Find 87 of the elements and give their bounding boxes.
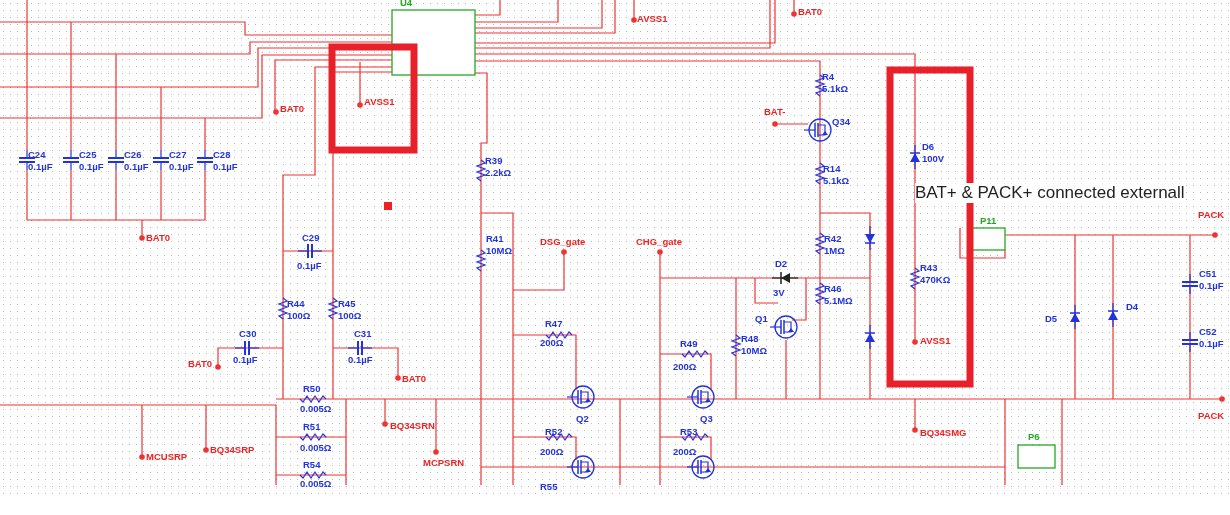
component-value: 470KΩ bbox=[920, 274, 951, 285]
component-designator: R42 bbox=[824, 233, 842, 244]
component-value: 0.1µF bbox=[169, 161, 194, 172]
component-value: 0.005Ω bbox=[300, 403, 332, 414]
net-label: BAT- bbox=[764, 106, 786, 117]
component-designator: R44 bbox=[287, 298, 305, 309]
net-label: BQ34SRP bbox=[210, 444, 255, 455]
component-designator: R4 bbox=[822, 71, 835, 82]
component-designator: C27 bbox=[169, 149, 187, 160]
component-designator: R39 bbox=[485, 155, 503, 166]
net-label: PACK bbox=[1198, 410, 1225, 421]
component-value: 0.005Ω bbox=[300, 478, 332, 489]
net-label: MCPSRN bbox=[423, 457, 465, 468]
component-value: 0.1µF bbox=[297, 260, 322, 271]
component-value: 200Ω bbox=[540, 446, 564, 457]
component-designator: R46 bbox=[824, 283, 842, 294]
component-value: 0.1µF bbox=[79, 161, 104, 172]
component-value: 1MΩ bbox=[824, 245, 845, 256]
component-designator: C51 bbox=[1199, 268, 1217, 279]
component-value: 0.1µF bbox=[28, 161, 53, 172]
component-value: 5.1kΩ bbox=[822, 83, 849, 94]
net-label: BQ34SRN bbox=[390, 420, 435, 431]
net-label: CHG_gate bbox=[636, 236, 682, 247]
component-designator: R43 bbox=[920, 262, 938, 273]
component-value: 5.1MΩ bbox=[824, 295, 853, 306]
component-designator: C29 bbox=[302, 232, 320, 243]
component-value: 0.1µF bbox=[213, 161, 238, 172]
net-label: BAT0 bbox=[146, 232, 171, 243]
component-designator: Q34 bbox=[832, 116, 850, 127]
component-value: 200Ω bbox=[673, 446, 697, 457]
component-designator: R53 bbox=[680, 426, 698, 437]
connector-symbol bbox=[1017, 444, 1056, 469]
net-label: BAT0 bbox=[280, 103, 305, 114]
component-designator: C30 bbox=[239, 328, 257, 339]
component-value: 100V bbox=[922, 153, 945, 164]
net-label: MCUSRP bbox=[146, 451, 188, 462]
net-label: AVSS1 bbox=[920, 335, 951, 346]
component-value: 3V bbox=[773, 287, 785, 298]
component-designator: C52 bbox=[1199, 326, 1217, 337]
net-label: BAT0 bbox=[798, 6, 823, 17]
component-value: 2.2kΩ bbox=[485, 167, 512, 178]
component-designator: D6 bbox=[922, 141, 935, 152]
component-designator: R50 bbox=[303, 383, 321, 394]
component-designator: R48 bbox=[741, 333, 759, 344]
component-designator: R55 bbox=[540, 481, 558, 492]
component-designator: D5 bbox=[1045, 313, 1058, 324]
component-designator: C31 bbox=[354, 328, 372, 339]
net-label: BQ34SMG bbox=[920, 427, 967, 438]
component-value: 10MΩ bbox=[486, 245, 513, 256]
net-label: BAT0 bbox=[402, 373, 427, 384]
component-designator: C28 bbox=[213, 149, 231, 160]
component-designator: C25 bbox=[79, 149, 97, 160]
component-value: 0.1µF bbox=[233, 354, 258, 365]
component-designator: R47 bbox=[545, 318, 563, 329]
note-text: BAT+ & PACK+ connected externall bbox=[915, 183, 1185, 203]
component-designator: R14 bbox=[823, 163, 841, 174]
component-value: 200Ω bbox=[540, 337, 564, 348]
component-designator: R49 bbox=[680, 338, 698, 349]
component-designator: P11 bbox=[980, 215, 997, 226]
component-designator: P6 bbox=[1028, 431, 1040, 442]
net-label: AVSS1 bbox=[637, 13, 668, 24]
component-designator: C26 bbox=[124, 149, 142, 160]
component-designator: R52 bbox=[545, 426, 563, 437]
net-label: BAT0 bbox=[188, 358, 213, 369]
ic-chip-symbol bbox=[391, 9, 476, 76]
component-value: 100Ω bbox=[287, 310, 311, 321]
net-label: AVSS1 bbox=[364, 96, 395, 107]
component-designator: Q3 bbox=[700, 413, 713, 424]
component-designator: Q1 bbox=[755, 313, 768, 324]
component-designator: D2 bbox=[775, 258, 788, 269]
component-designator: R54 bbox=[303, 459, 321, 470]
component-designator: R45 bbox=[338, 298, 356, 309]
component-value: 100Ω bbox=[338, 310, 362, 321]
component-value: 0.1µF bbox=[1199, 338, 1224, 349]
component-designator: D4 bbox=[1126, 301, 1139, 312]
component-designator: R51 bbox=[303, 421, 321, 432]
net-label: PACK bbox=[1198, 209, 1225, 220]
component-value: 0.005Ω bbox=[300, 442, 332, 453]
component-designator: R41 bbox=[486, 233, 504, 244]
component-value: 0.1µF bbox=[1199, 280, 1224, 291]
component-designator: Q2 bbox=[576, 413, 589, 424]
component-value: 0.1µF bbox=[124, 161, 149, 172]
net-label: DSG_gate bbox=[540, 236, 586, 247]
component-value: 5.1kΩ bbox=[823, 175, 850, 186]
component-value: 10MΩ bbox=[741, 345, 768, 356]
component-value: 200Ω bbox=[673, 361, 697, 372]
component-value: 0.1µF bbox=[348, 354, 373, 365]
